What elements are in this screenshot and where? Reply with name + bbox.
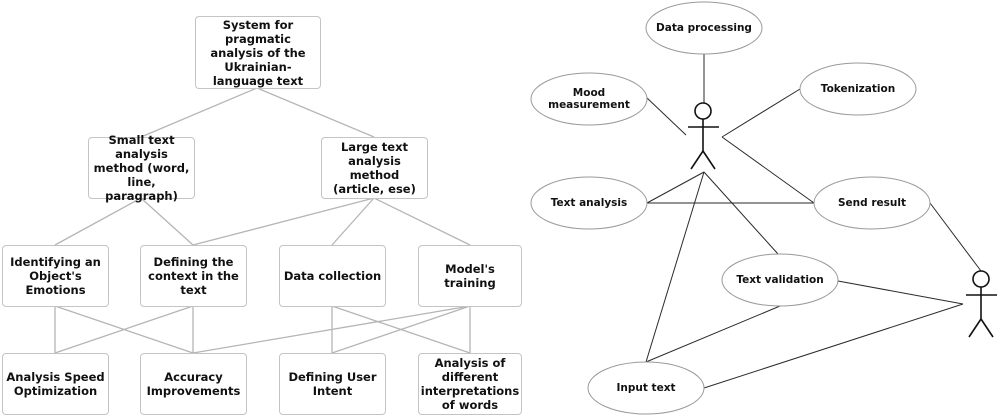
usecase-link (645, 96, 687, 136)
actor-left-leg (690, 150, 704, 170)
usecase-tokenization: Tokenization (820, 83, 896, 95)
hierarchy-link (373, 197, 471, 246)
hierarchy-link (54, 197, 142, 246)
node-identifying-emotions: Identifying an Object's Emotions (2, 245, 109, 307)
usecase-send-result: Send result (838, 197, 906, 209)
usecase-text-validation: Text validation (736, 274, 824, 286)
usecase-link (929, 202, 982, 272)
hierarchy-link (140, 87, 258, 138)
node-defining-context: Defining the context in the text (140, 245, 247, 307)
node-model-training: Model's training (418, 245, 522, 307)
usecase-link (721, 136, 815, 204)
usecase-text-analysis: Text analysis (550, 197, 628, 209)
usecase-link (837, 280, 964, 305)
usecase-ellipse-text-validation (721, 253, 839, 307)
usecase-ellipse-data-processing (645, 1, 763, 55)
hierarchy-connectors (54, 87, 471, 354)
usecase-ellipse-input-text (587, 361, 705, 415)
hierarchy-link (331, 305, 471, 354)
hierarchy-link (192, 305, 471, 354)
usecase-ellipse-mood-measurement (530, 72, 648, 126)
node-defining-user-intent: Defining User Intent (279, 353, 386, 415)
system-actor-icon (688, 102, 719, 170)
node-small-text-method: Small text analysis method (word, line, … (88, 133, 195, 203)
node-data-collection: Data collection (279, 245, 386, 307)
actor-left-leg (968, 318, 982, 338)
usecase-link (703, 171, 779, 255)
user-actor-icon (966, 270, 997, 338)
usecase-link (721, 88, 801, 138)
hierarchy-link (331, 197, 375, 246)
usecase-ellipse-send-result (813, 176, 931, 230)
hierarchy-link (256, 87, 375, 138)
usecase-link (646, 171, 705, 204)
usecase-input-text: Input text (616, 382, 676, 394)
usecase-ellipses (530, 1, 931, 415)
node-accuracy-improvements: Accuracy Improvements (140, 353, 247, 415)
node-root: System for pragmatic analysis of the Ukr… (195, 16, 321, 89)
usecase-connectors (645, 54, 982, 389)
hierarchy-link (140, 197, 194, 246)
node-large-text-method: Large text analysis method (article, ese… (321, 137, 428, 199)
actor-right-leg (980, 318, 994, 338)
hierarchy-link (192, 197, 375, 246)
node-word-interpretations: Analysis of different interpretations of… (418, 353, 522, 415)
node-speed-optimization: Analysis Speed Optimization (2, 353, 109, 415)
actor-head (972, 270, 990, 288)
actor-head (694, 102, 712, 120)
usecase-ellipse-tokenization (799, 62, 917, 116)
usecase-ellipse-text-analysis (530, 176, 648, 230)
usecase-data-processing: Data processing (656, 22, 752, 34)
hierarchy-link (54, 305, 194, 354)
usecase-link (645, 171, 705, 363)
usecase-mood-measurement: Mood measurement (548, 87, 630, 111)
actor-right-leg (702, 150, 716, 170)
usecase-link (645, 305, 781, 363)
usecase-link (703, 303, 964, 389)
actors (688, 102, 997, 338)
